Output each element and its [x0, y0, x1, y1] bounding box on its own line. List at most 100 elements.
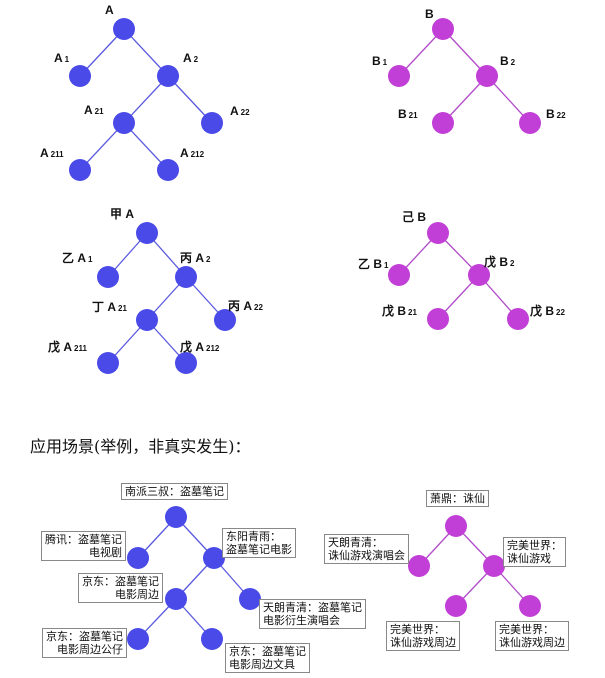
label-prefix: 丁	[92, 300, 104, 314]
label-letter: B	[398, 107, 407, 121]
label-letter: A	[63, 340, 72, 354]
example-label-line: 完美世界：	[390, 623, 445, 636]
node-m	[483, 555, 505, 577]
label-subscript: 2	[194, 55, 199, 64]
example-label-example-a-mll: 京东：盗墓笔记电影周边公仔	[42, 628, 127, 658]
label-subscript: 2	[511, 58, 516, 67]
node-A212	[175, 352, 197, 374]
label-subscript: 22	[556, 308, 565, 317]
label-subscript: 2	[206, 255, 211, 264]
label-subscript: 21	[409, 111, 418, 120]
caption: 应用场景(举例，非真实发生)：	[30, 437, 251, 456]
node-A2	[175, 266, 197, 288]
label-letter: B	[425, 7, 434, 21]
label-letter: A	[195, 251, 204, 265]
node-A	[113, 18, 135, 40]
label-B: 己 B	[402, 210, 426, 224]
example-label-line: 电影衍生演唱会	[263, 614, 340, 627]
node-A211	[97, 352, 119, 374]
example-label-line: 东阳青雨：	[226, 530, 281, 543]
example-label-line: 诛仙游戏	[507, 552, 551, 565]
node-A1	[69, 65, 91, 87]
node-mlr	[201, 628, 223, 650]
label-subscript: 1	[383, 58, 388, 67]
example-label-line: 电影周边	[115, 588, 159, 601]
node-A21	[113, 112, 135, 134]
example-label-line: 天朗青清：	[328, 536, 383, 549]
example-label-line: 诛仙游戏周边	[390, 636, 456, 649]
label-subscript: 2	[510, 259, 515, 268]
label-prefix: 戊	[483, 254, 496, 269]
node-A1	[97, 266, 119, 288]
label-prefix: 戊	[529, 303, 542, 318]
example-label-line: 萧鼎：诛仙	[430, 492, 485, 505]
label-prefix: 丙	[180, 251, 192, 265]
example-label-line: 天朗青清：盗墓笔记	[263, 601, 362, 614]
node-m	[203, 547, 225, 569]
node-ml	[165, 588, 187, 610]
node-A22	[201, 112, 223, 134]
example-label-line: 京东：盗墓笔记	[229, 645, 306, 658]
label-subscript: 22	[241, 108, 250, 117]
example-label-example-b-m: 完美世界：诛仙游戏	[503, 537, 566, 567]
node-B	[432, 18, 454, 40]
example-label-line: 诛仙游戏周边	[499, 636, 565, 649]
example-label-example-b-r: 萧鼎：诛仙	[426, 490, 489, 507]
node-B21	[432, 112, 454, 134]
node-B21	[427, 308, 449, 330]
node-A22	[214, 309, 236, 331]
node-mr	[239, 588, 261, 610]
label-subscript: 22	[557, 111, 566, 120]
label-prefix: 乙	[62, 251, 74, 265]
label-letter: A	[125, 207, 134, 221]
node-B22	[507, 308, 529, 330]
label-letter: A	[195, 340, 204, 354]
label-prefix: 戊	[47, 339, 60, 354]
node-A2	[157, 65, 179, 87]
label-subscript: 21	[408, 308, 417, 317]
node-B22	[519, 112, 541, 134]
label-subscript: 212	[191, 150, 205, 159]
label-letter: A	[230, 104, 239, 118]
node-B1	[388, 65, 410, 87]
example-label-example-a-mr: 天朗青清：盗墓笔记电影衍生演唱会	[259, 599, 366, 629]
label-prefix: 甲	[110, 207, 122, 221]
label-subscript: 1	[65, 55, 70, 64]
node-mr	[519, 595, 541, 617]
example-label-example-a-ml: 京东：盗墓笔记电影周边	[78, 573, 163, 603]
node-A21	[136, 309, 158, 331]
example-label-line: 完美世界：	[507, 539, 562, 552]
label-A: A	[105, 3, 114, 17]
label-prefix: 丙	[228, 299, 240, 313]
label-letter: A	[107, 300, 116, 314]
label-letter: A	[77, 251, 86, 265]
example-label-line: 京东：盗墓笔记	[46, 630, 123, 643]
example-label-example-b-mr: 完美世界：诛仙游戏周边	[495, 621, 569, 651]
label-prefix: 戊	[179, 339, 192, 354]
example-label-example-a-mlr: 京东：盗墓笔记电影周边文具	[225, 643, 310, 673]
label-A: 甲 A	[110, 207, 134, 221]
node-B1	[388, 264, 410, 286]
example-label-line: 京东：盗墓笔记	[82, 575, 159, 588]
label-subscript: 212	[206, 344, 220, 353]
example-label-line: 电视剧	[89, 546, 122, 559]
label-letter: B	[397, 304, 406, 318]
